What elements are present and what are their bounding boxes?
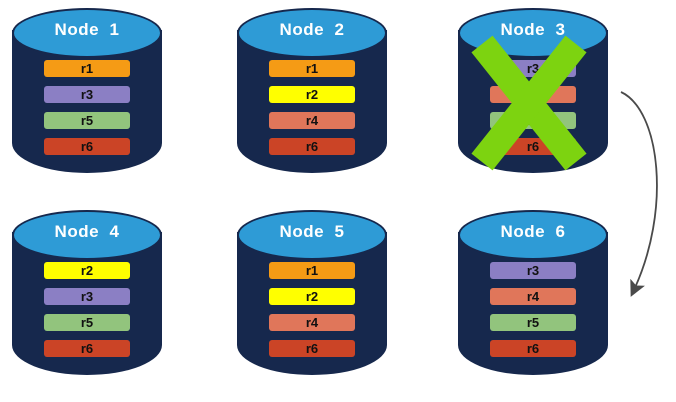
record-bar[interactable]: r5 xyxy=(44,314,130,331)
record-bar[interactable]: r2 xyxy=(44,262,130,279)
record-bar[interactable]: r5 xyxy=(44,112,130,129)
cylinder-top-ellipse xyxy=(458,210,608,260)
record-bar-list: r1 r3 r5 r6 xyxy=(12,60,162,164)
node-label: Node 2 xyxy=(279,20,345,39)
node-5[interactable]: Node 5 r1 r2 r4 r6 xyxy=(237,210,387,385)
record-bar-list: r2 r3 r5 r6 xyxy=(12,262,162,366)
record-bar[interactable]: r1 xyxy=(269,262,355,279)
record-bar[interactable]: r5 xyxy=(490,314,576,331)
record-bar[interactable]: r4 xyxy=(490,288,576,305)
node-6[interactable]: Node 6 r3 r4 r5 r6 xyxy=(458,210,608,385)
record-bar[interactable]: r6 xyxy=(44,138,130,155)
record-bar[interactable]: r6 xyxy=(269,138,355,155)
record-bar[interactable]: r3 xyxy=(44,288,130,305)
record-bar[interactable]: r6 xyxy=(269,340,355,357)
node-label: Node 1 xyxy=(54,20,120,39)
cylinder-top-ellipse xyxy=(12,210,162,260)
record-bar-list: r3 r4 r5 r6 xyxy=(458,262,608,366)
record-bar[interactable]: r6 xyxy=(44,340,130,357)
record-bar[interactable]: r4 xyxy=(269,314,355,331)
record-bar[interactable]: r3 xyxy=(490,262,576,279)
node-3[interactable]: Node 3 r3 r4 r5 r6 xyxy=(458,8,608,183)
node-label: Node 6 xyxy=(500,222,566,241)
record-bar[interactable]: r3 xyxy=(490,60,576,77)
record-bar[interactable]: r5 xyxy=(490,112,576,129)
node-label: Node 3 xyxy=(500,20,566,39)
record-bar[interactable]: r2 xyxy=(269,86,355,103)
node-4[interactable]: Node 4 r2 r3 r5 r6 xyxy=(12,210,162,385)
node-2[interactable]: Node 2 r1 r2 r4 r6 xyxy=(237,8,387,183)
node-label: Node 5 xyxy=(279,222,345,241)
record-bar[interactable]: r1 xyxy=(269,60,355,77)
record-bar[interactable]: r4 xyxy=(269,112,355,129)
cylinder-top-ellipse xyxy=(237,8,387,58)
record-bar[interactable]: r1 xyxy=(44,60,130,77)
record-bar-list: r3 r4 r5 r6 xyxy=(458,60,608,164)
record-bar[interactable]: r6 xyxy=(490,340,576,357)
node-1[interactable]: Node 1 r1 r3 r5 r6 xyxy=(12,8,162,183)
node-label: Node 4 xyxy=(54,222,120,241)
record-bar-list: r1 r2 r4 r6 xyxy=(237,262,387,366)
record-bar-list: r1 r2 r4 r6 xyxy=(237,60,387,164)
record-bar[interactable]: r4 xyxy=(490,86,576,103)
cylinder-top-ellipse xyxy=(12,8,162,58)
record-bar[interactable]: r3 xyxy=(44,86,130,103)
record-bar[interactable]: r6 xyxy=(490,138,576,155)
record-bar[interactable]: r2 xyxy=(269,288,355,305)
cylinder-top-ellipse xyxy=(237,210,387,260)
